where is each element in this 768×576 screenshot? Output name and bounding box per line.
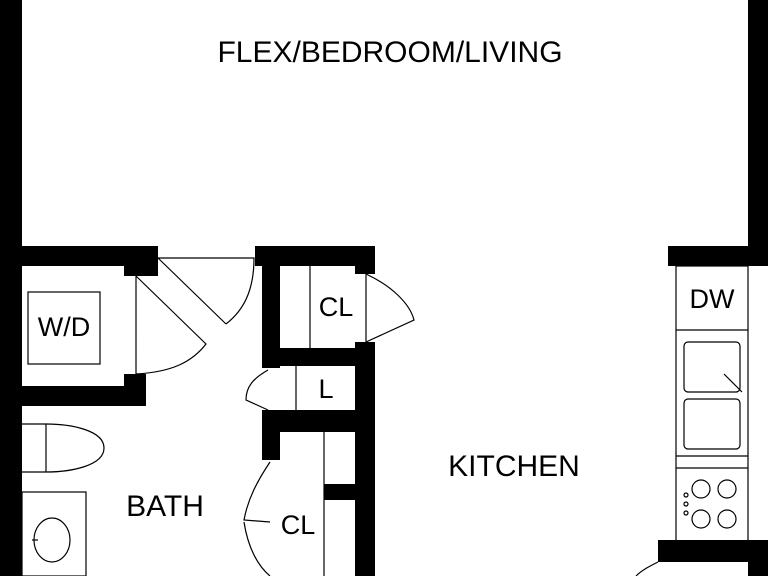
wall-closet-top-stub: [355, 262, 375, 274]
kitchen-counter: [675, 265, 749, 545]
fixtures: [21, 265, 749, 576]
wall-linen-bottom: [262, 410, 362, 432]
door-swing-closet-upper: [365, 273, 415, 343]
room-label-closet-lower: CL: [281, 510, 316, 540]
wall-partition-vertical: [355, 342, 375, 576]
room-label-bath: BATH: [126, 490, 204, 523]
toilet: [22, 423, 105, 473]
wall-closet-left: [262, 246, 280, 368]
wall-right-outer: [748, 0, 768, 262]
doors: [135, 257, 659, 576]
door-swing-kitchen: [635, 561, 659, 576]
room-label-dw: DW: [690, 284, 735, 314]
wall-closet-top: [255, 246, 375, 266]
burner-1: [691, 479, 711, 499]
sink-basin-2: [683, 398, 741, 450]
door-swing-wd: [135, 275, 207, 375]
door-swing-hall: [157, 257, 255, 325]
burner-3: [691, 509, 711, 529]
room-label-flex: FLEX/BEDROOM/LIVING: [217, 36, 562, 69]
wall-kitchen-lower-right: [748, 540, 768, 576]
wall-closet-divider: [262, 348, 362, 366]
room-label-wd: W/D: [38, 312, 90, 342]
burner-2: [717, 479, 737, 499]
faucet: [723, 373, 743, 393]
wall-wd-top-stub: [124, 262, 158, 276]
door-swing-closet-lower-2: [243, 521, 271, 576]
washer-dryer-box: [27, 291, 101, 365]
sink-bowl: [33, 517, 71, 563]
vanity: [21, 491, 87, 576]
door-swing-linen: [245, 369, 269, 411]
wall-left-outer: [0, 0, 22, 576]
wall-kitchen-lower: [658, 540, 768, 562]
room-label-closet-upper: CL: [319, 292, 354, 322]
wall-wd-bottom: [22, 386, 146, 406]
knob-3: [683, 510, 689, 516]
room-label-kitchen: KITCHEN: [448, 450, 580, 483]
door-swing-closet-lower-1: [243, 461, 271, 523]
knob-2: [683, 501, 689, 507]
room-label-linen: L: [318, 374, 333, 404]
sink-basin-1: [683, 341, 741, 393]
wall-closet-shelf: [324, 484, 358, 500]
wall-kitchen-top: [668, 246, 768, 266]
wall-wd-top: [22, 246, 158, 266]
burner-4: [717, 509, 737, 529]
knob-1: [683, 492, 689, 498]
wall-wd-bottom-stub: [124, 374, 146, 390]
